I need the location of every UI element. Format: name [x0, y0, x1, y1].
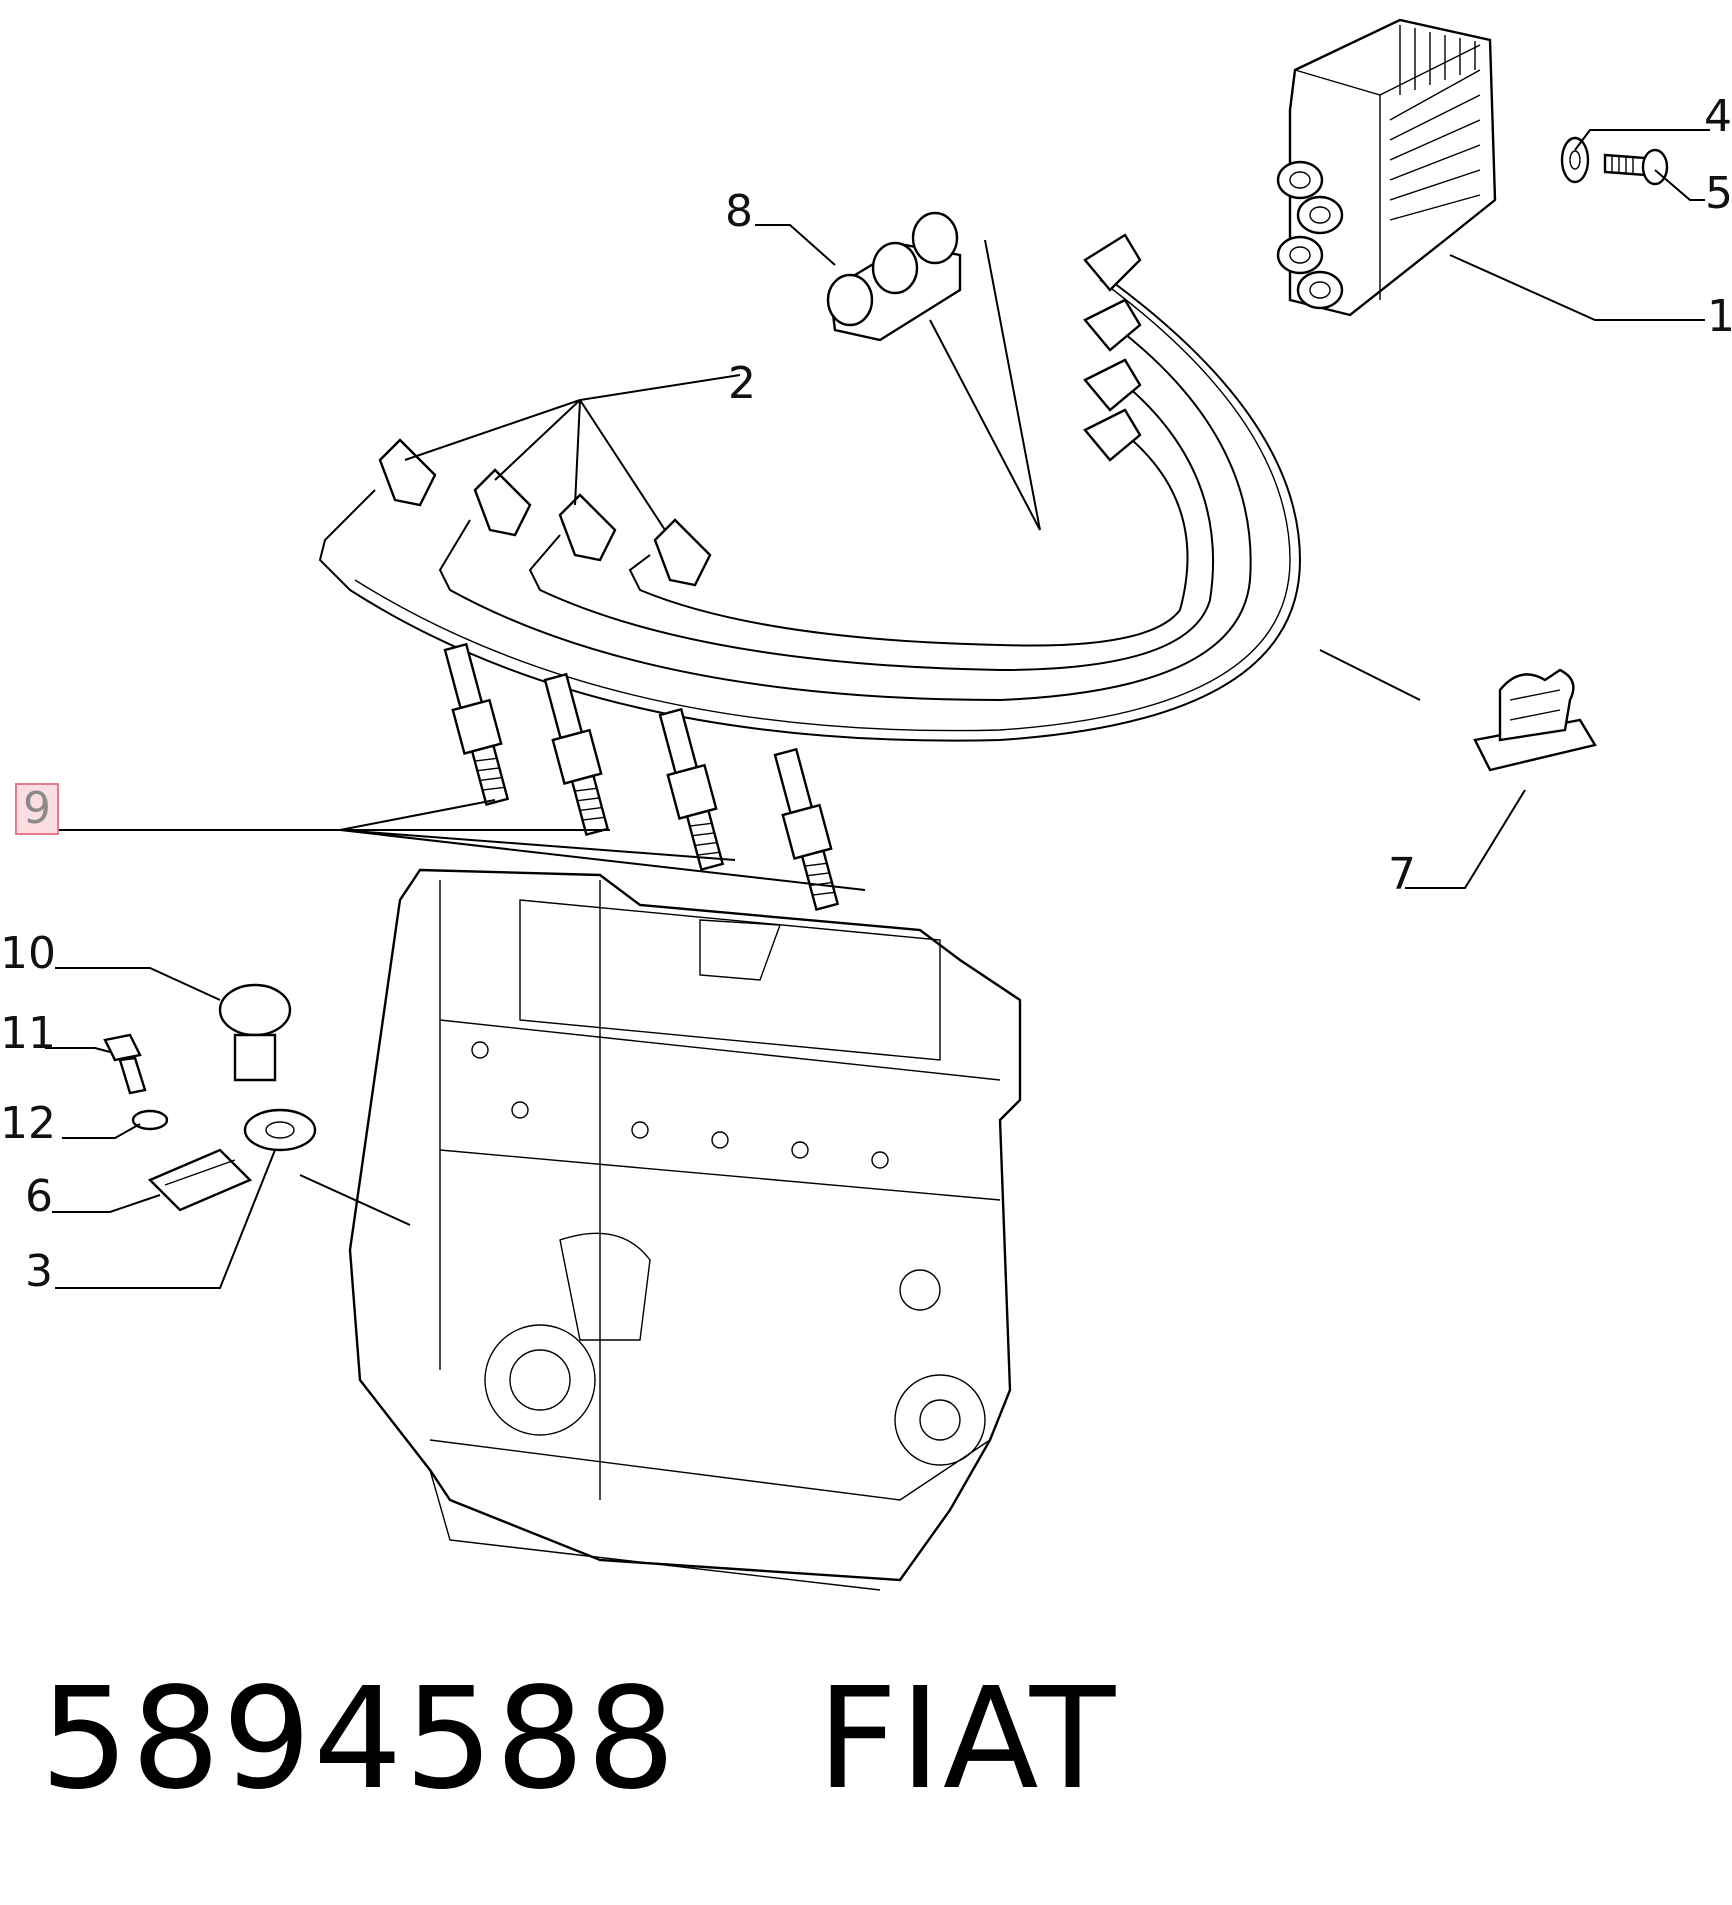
engine-block-icon — [348, 868, 1022, 1591]
ignition-coil-icon — [1276, 18, 1497, 317]
callout-8[interactable]: 8 — [725, 186, 753, 237]
callout-10[interactable]: 10 — [0, 928, 56, 979]
callout-5[interactable]: 5 — [1705, 168, 1732, 219]
coil-boot-icon — [1083, 233, 1142, 462]
spark-plug-cable-icon — [318, 233, 1302, 742]
part-number: 5894588 — [40, 1658, 678, 1821]
callout-9-highlighted[interactable]: 9 — [15, 783, 59, 835]
callout-3[interactable]: 3 — [25, 1246, 53, 1297]
washer-icon — [131, 1109, 169, 1131]
callout-7[interactable]: 7 — [1388, 849, 1416, 900]
washer-icon — [1560, 136, 1590, 184]
washer-icon — [243, 1108, 317, 1152]
bolt-icon — [1603, 148, 1669, 186]
brand-name: FIAT — [817, 1658, 1118, 1821]
spark-plug-boot-icon — [378, 438, 712, 587]
callout-4[interactable]: 4 — [1704, 91, 1732, 142]
sensor-icon — [218, 983, 292, 1082]
callout-11[interactable]: 11 — [0, 1008, 56, 1059]
part-caption: 5894588 FIAT — [40, 1670, 1117, 1810]
spark-plug-icon — [443, 642, 840, 912]
bolt-icon — [103, 1033, 147, 1095]
callout-12[interactable]: 12 — [0, 1098, 56, 1149]
callout-1[interactable]: 1 — [1707, 291, 1732, 342]
cable-clip-icon — [1473, 668, 1597, 772]
callout-2[interactable]: 2 — [728, 358, 756, 409]
leader-lines — [45, 129, 1710, 1289]
callout-6[interactable]: 6 — [25, 1171, 53, 1222]
cable-holder-icon — [826, 211, 962, 342]
bracket-icon — [147, 1148, 253, 1212]
